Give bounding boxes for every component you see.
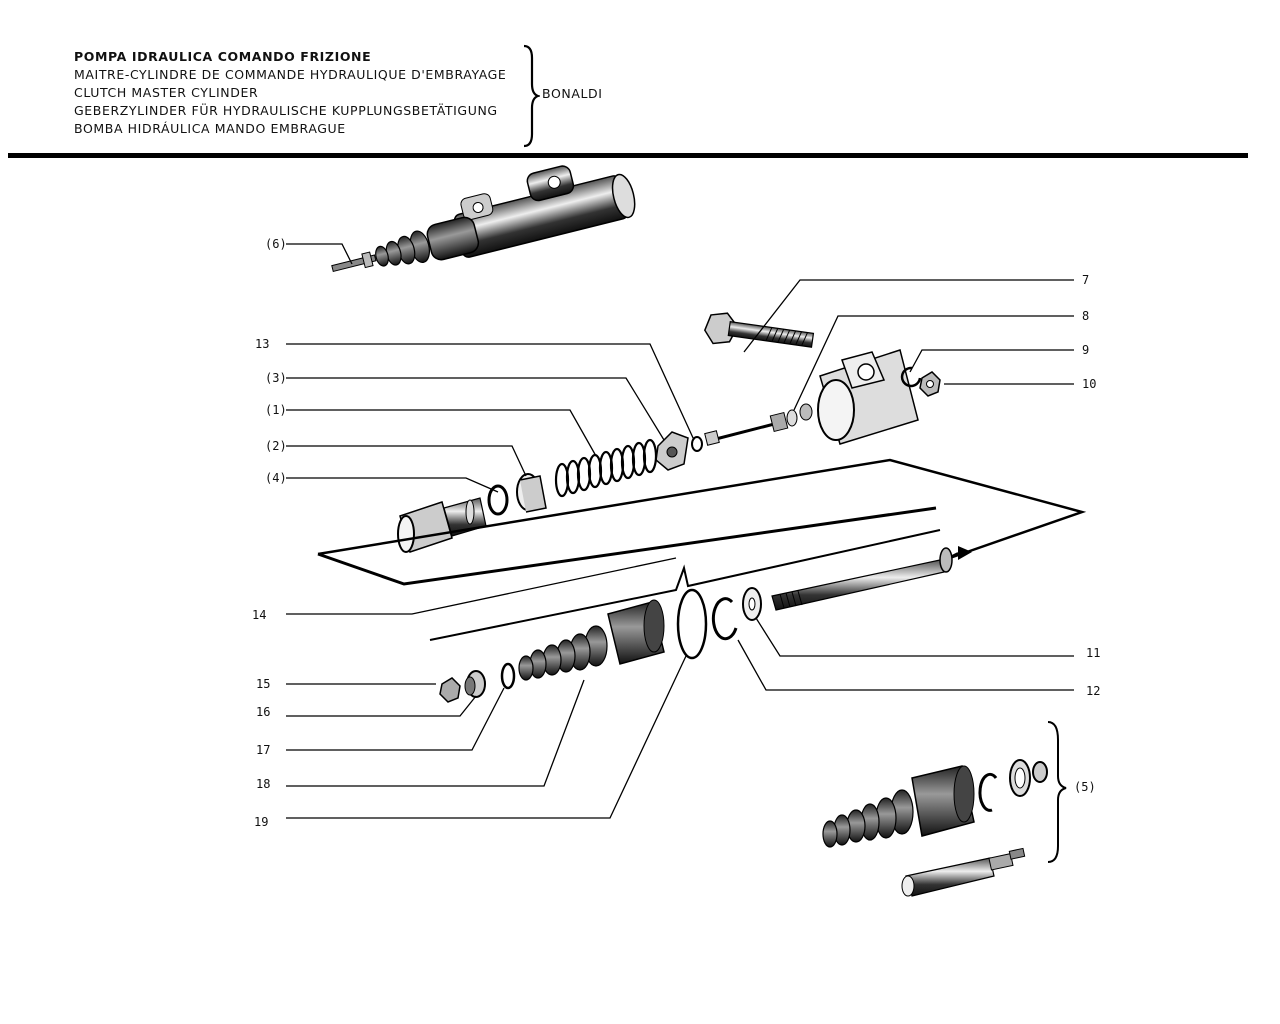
valve-3 xyxy=(655,431,689,471)
arrow-head xyxy=(958,546,972,560)
nut-15 xyxy=(439,677,461,703)
ring-17 xyxy=(500,662,516,690)
repair-kit-5 xyxy=(822,759,1048,897)
title-french: MAITRE-CYLINDRE DE COMMANDE HYDRAULIQUE … xyxy=(74,67,507,82)
group-frame xyxy=(317,458,1087,562)
callout-16: 16 xyxy=(256,705,270,719)
document-header: POMPA IDRAULICA COMANDO FRIZIONE MAITRE-… xyxy=(74,44,634,148)
pushrod-assembly xyxy=(704,403,813,446)
callout-19: 19 xyxy=(254,815,268,829)
nut-10-hole xyxy=(926,380,934,388)
group-frame-bottom xyxy=(317,506,937,586)
callout-7: 7 xyxy=(1082,273,1089,287)
group-brace xyxy=(429,529,941,641)
bolt-7 xyxy=(703,312,815,348)
manufacturer-name: BONALDI xyxy=(542,86,603,101)
callout-1: (1) xyxy=(265,403,287,417)
callout-5: (5) xyxy=(1074,780,1096,794)
callout-8: 8 xyxy=(1082,309,1089,323)
title-german: GEBERZYLINDER FÜR HYDRAULISCHE KUPPLUNGS… xyxy=(74,103,498,118)
assembled-master-cylinder xyxy=(331,165,636,273)
dust-boot-18 xyxy=(518,599,665,681)
header-rule xyxy=(8,153,1248,158)
washer-13 xyxy=(691,436,703,452)
callout-9: 9 xyxy=(1082,343,1089,357)
cup-seal xyxy=(487,484,509,516)
bush-16-core xyxy=(464,676,476,696)
callout-3: (3) xyxy=(265,371,287,385)
piston-4 xyxy=(397,497,487,553)
washer-11-hole xyxy=(748,597,756,611)
title-spanish: BOMBA HIDRÁULICA MANDO EMBRAGUE xyxy=(74,121,346,136)
callout-10: 10 xyxy=(1082,377,1096,391)
callout-14: 14 xyxy=(252,608,266,622)
title-italian: POMPA IDRAULICA COMANDO FRIZIONE xyxy=(74,49,372,64)
retaining-ring-19 xyxy=(676,588,708,660)
callout-13: 13 xyxy=(255,337,269,351)
callout-4: (4) xyxy=(265,471,287,485)
kit-brace xyxy=(1047,721,1067,863)
callout-11: 11 xyxy=(1086,646,1100,660)
snap-ring-12 xyxy=(711,597,738,641)
spring-1 xyxy=(554,438,658,498)
circlip-9 xyxy=(900,366,922,388)
cylinder-body xyxy=(817,349,919,445)
callout-17: 17 xyxy=(256,743,270,757)
callout-2: (2) xyxy=(265,439,287,453)
title-english: CLUTCH MASTER CYLINDER xyxy=(74,85,259,100)
callout-6: (6) xyxy=(265,237,287,251)
callout-15: 15 xyxy=(256,677,270,691)
callout-18: 18 xyxy=(256,777,270,791)
header-brace xyxy=(523,44,540,148)
spring-cup-2 xyxy=(516,473,547,513)
leader-lines xyxy=(286,243,1074,819)
long-rod xyxy=(771,547,953,611)
callout-12: 12 xyxy=(1086,684,1100,698)
